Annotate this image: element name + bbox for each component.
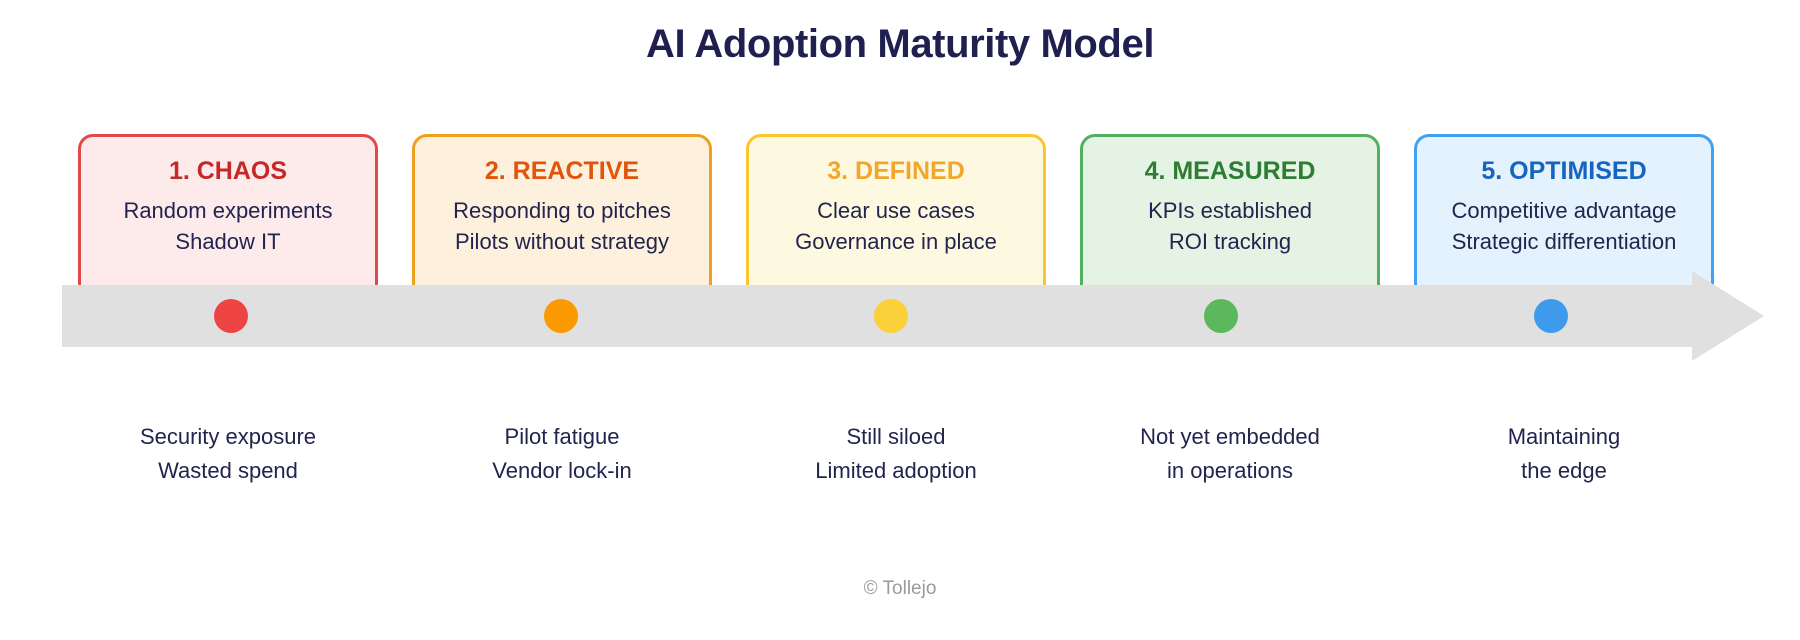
risk-line: Wasted spend: [158, 458, 298, 484]
stage-card-line: ROI tracking: [1168, 229, 1292, 255]
risk-line: the edge: [1521, 458, 1607, 484]
risk-line: Still siloed: [846, 424, 946, 449]
risk-line: Limited adoption: [815, 458, 977, 484]
page-title: AI Adoption Maturity Model: [645, 22, 1155, 66]
stage-card-line: Shadow IT: [175, 229, 281, 255]
arrow-head-icon: [1692, 271, 1764, 361]
risk-group-chaos: Security exposure Wasted spend: [78, 420, 378, 488]
stage-dot-defined: [874, 299, 908, 333]
stage-card-title: 4. MEASURED: [1144, 157, 1316, 185]
stage-card-line: Governance in place: [795, 229, 997, 255]
stage-card-title: 5. OPTIMISED: [1481, 157, 1647, 185]
risk-line: Vendor lock-in: [492, 458, 632, 484]
stage-card-reactive[interactable]: 2. REACTIVE Responding to pitches Pilots…: [412, 134, 712, 302]
stage-card-line: Competitive advantage: [1451, 197, 1677, 223]
stage-dot-measured: [1204, 299, 1238, 333]
stage-card-line: Clear use cases: [817, 197, 975, 223]
stage-card-title: 2. REACTIVE: [484, 157, 640, 185]
risk-label-row: Security exposure Wasted spend Pilot fat…: [78, 420, 1714, 488]
risk-group-optimised: Maintaining the edge: [1414, 420, 1714, 488]
stage-card-chaos[interactable]: 1. CHAOS Random experiments Shadow IT: [78, 134, 378, 302]
risk-group-reactive: Pilot fatigue Vendor lock-in: [412, 420, 712, 488]
stage-card-line: Pilots without strategy: [455, 229, 669, 255]
risk-group-defined: Still siloed Limited adoption: [746, 420, 1046, 488]
risk-group-measured: Not yet embedded in operations: [1080, 420, 1380, 488]
stage-card-row: 1. CHAOS Random experiments Shadow IT 2.…: [78, 134, 1714, 302]
risk-line: in operations: [1167, 458, 1293, 484]
risk-line: Pilot fatigue: [504, 424, 620, 449]
maturity-progress-arrow: [62, 271, 1764, 361]
risk-line: Maintaining: [1507, 424, 1621, 449]
risk-line: Security exposure: [139, 424, 317, 449]
stage-card-optimised[interactable]: 5. OPTIMISED Competitive advantage Strat…: [1414, 134, 1714, 302]
risk-line: Not yet embedded: [1140, 424, 1320, 449]
stage-card-title: 1. CHAOS: [168, 157, 288, 185]
stage-card-line: Strategic differentiation: [1451, 229, 1677, 255]
stage-card-line: Responding to pitches: [453, 197, 671, 223]
stage-dot-reactive: [544, 299, 578, 333]
stage-card-title: 3. DEFINED: [827, 157, 965, 185]
stage-card-line: KPIs established: [1148, 197, 1312, 223]
stage-card-measured[interactable]: 4. MEASURED KPIs established ROI trackin…: [1080, 134, 1380, 302]
copyright-footer: © Tollejo: [863, 578, 937, 599]
stage-dot-optimised: [1534, 299, 1568, 333]
stage-card-defined[interactable]: 3. DEFINED Clear use cases Governance in…: [746, 134, 1046, 302]
stage-card-line: Random experiments: [123, 197, 333, 223]
stage-dot-chaos: [214, 299, 248, 333]
